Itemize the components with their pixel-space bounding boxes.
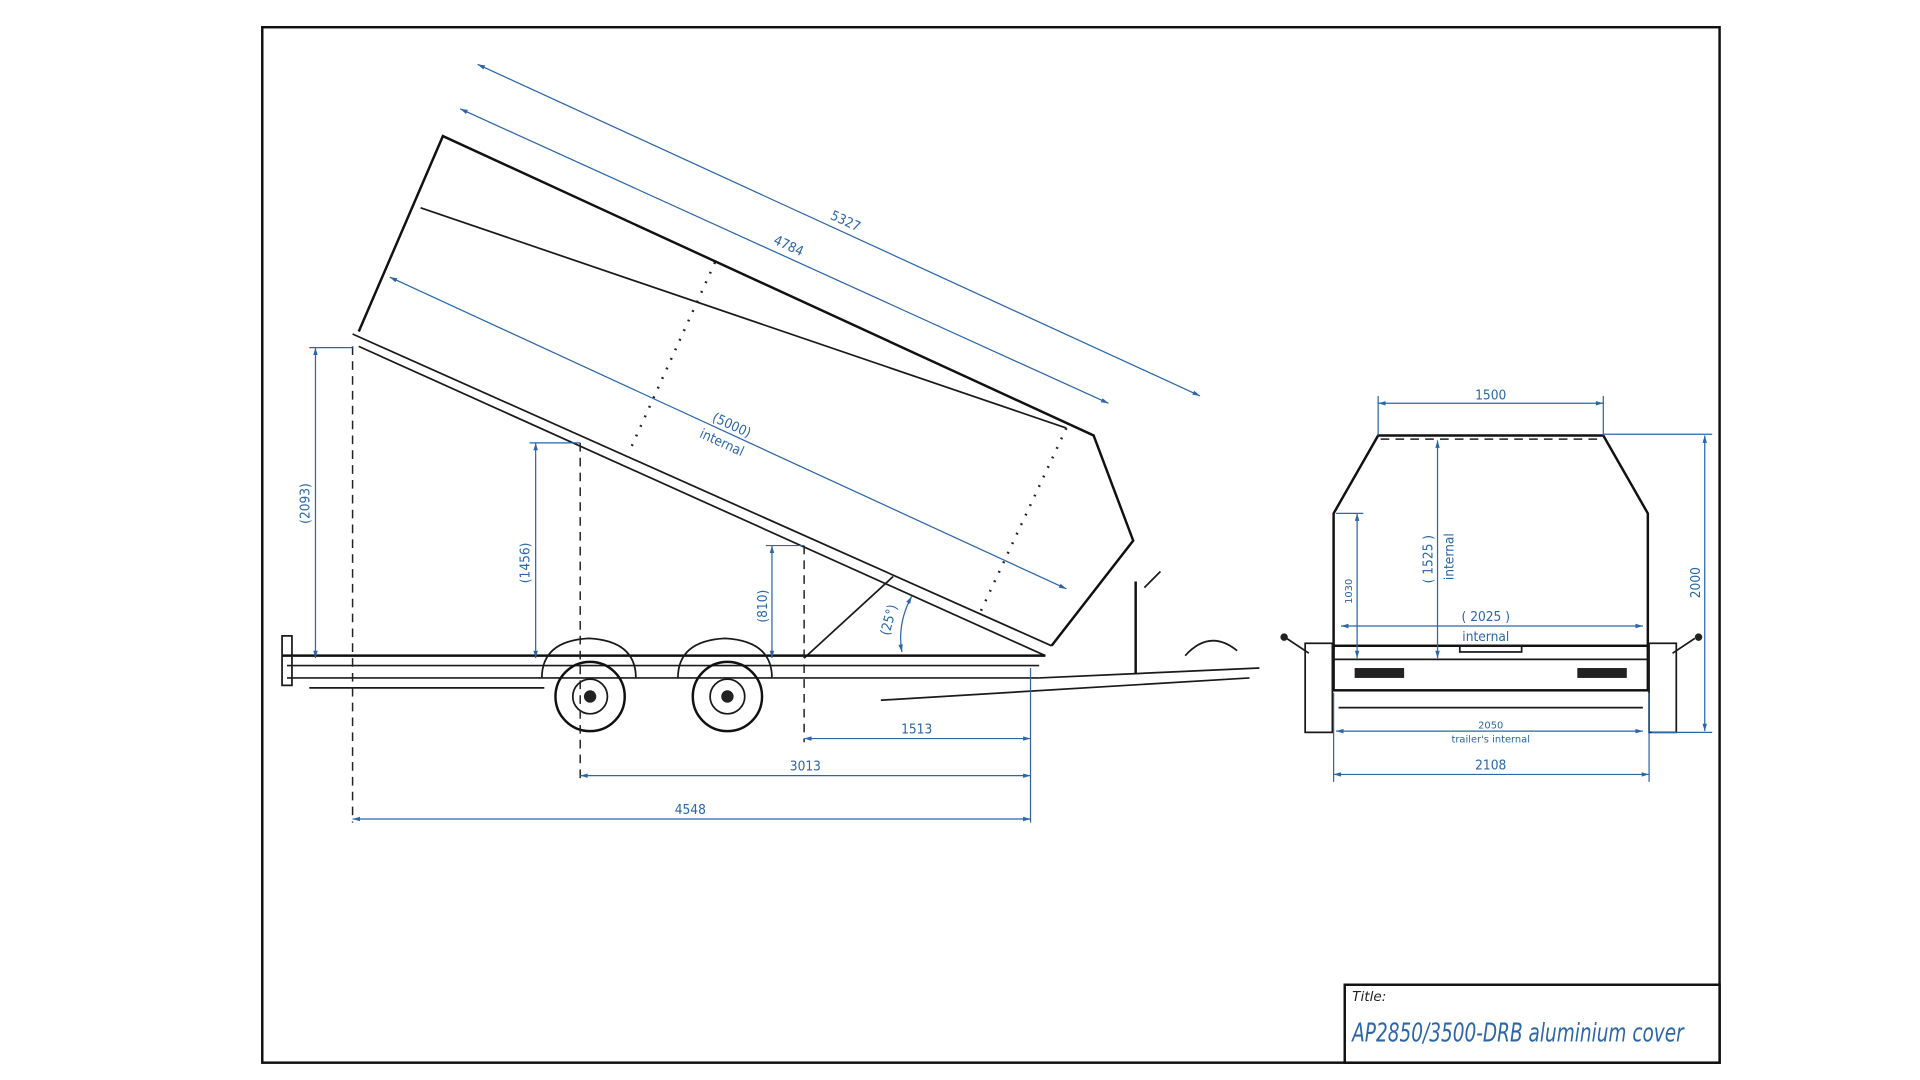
dimension-1456: (1456) [517, 442, 581, 659]
svg-text:( 1525 ): ( 1525 ) [1421, 535, 1437, 583]
svg-text:(810): (810) [755, 590, 771, 623]
svg-text:(25°): (25°) [878, 603, 902, 637]
wheel-rear [691, 660, 764, 733]
svg-text:2108: 2108 [1475, 757, 1506, 773]
title-label: Title: [1352, 989, 1386, 1005]
drawing-frame [261, 25, 1721, 1064]
dimension-810: (810) [755, 544, 805, 659]
dimension-4548: 4548 [352, 802, 1031, 822]
drawing-title: AP2850/3500-DRB aluminium cover [1351, 1019, 1686, 1049]
dimension-2050: 2050 trailer's internal [1336, 721, 1643, 745]
svg-text:1500: 1500 [1475, 388, 1506, 404]
chassis [281, 570, 1260, 702]
wheel-front [554, 660, 626, 733]
dimension-internal-length: (5000) internal [389, 276, 1067, 590]
svg-text:1513: 1513 [901, 722, 932, 738]
dimension-1030: 1030 [1336, 512, 1364, 659]
svg-text:1030: 1030 [1344, 579, 1355, 604]
svg-text:2050: 2050 [1478, 721, 1503, 732]
dimension-2093: (2093) [297, 347, 353, 659]
side-view: 5327 4784 (5000) internal (2093) (1456) … [281, 63, 1260, 823]
svg-text:4548: 4548 [675, 802, 706, 818]
dimension-5327: 5327 [477, 63, 1201, 397]
svg-text:5327: 5327 [828, 208, 863, 236]
rear-view: 1500 2000 ( 1525 ) internal 1030 ( 2025 … [1280, 388, 1713, 782]
svg-text:2000: 2000 [1688, 567, 1704, 598]
svg-text:( 2025 ): ( 2025 ) [1462, 609, 1510, 625]
dimension-2108: 2108 [1332, 692, 1650, 782]
svg-text:(2093): (2093) [297, 483, 313, 524]
svg-text:3013: 3013 [790, 759, 821, 775]
dimension-internal-width: ( 2025 ) internal [1341, 609, 1643, 645]
dimension-1500: 1500 [1377, 388, 1604, 436]
dimension-4784: 4784 [459, 108, 1109, 404]
svg-text:trailer's internal: trailer's internal [1451, 734, 1530, 745]
dimension-2000: 2000 [1603, 433, 1713, 733]
svg-text:(1456): (1456) [517, 543, 533, 584]
dimension-3013: 3013 [580, 759, 1031, 778]
dimension-tip-angle: (25°) [878, 595, 913, 653]
dimension-1513: 1513 [804, 722, 1031, 741]
dimension-internal-height: ( 1525 ) internal [1421, 440, 1458, 659]
title-block: Title: AP2850/3500-DRB aluminium cover [1343, 983, 1721, 1064]
svg-text:internal: internal [1462, 629, 1509, 645]
tipped-body [352, 134, 1135, 659]
svg-text:internal: internal [1442, 533, 1458, 580]
svg-text:4784: 4784 [771, 233, 806, 261]
